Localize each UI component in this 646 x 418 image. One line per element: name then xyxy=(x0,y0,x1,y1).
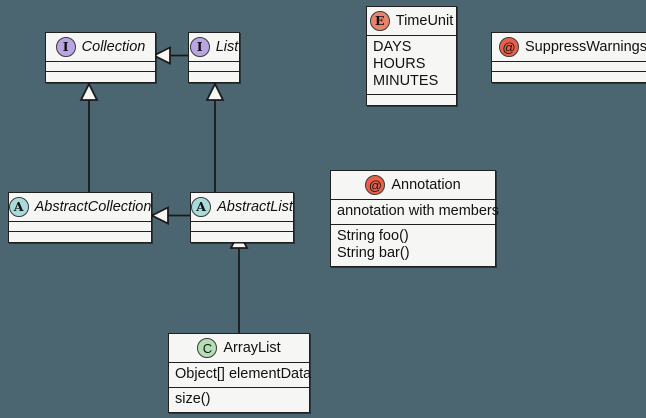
node-arraylist-attributes: Object[] elementData xyxy=(169,363,312,388)
edge-arraylist-to-abstractlist xyxy=(229,229,249,333)
edge-abstractcollection-to-collection xyxy=(79,81,99,192)
operation-line: String foo() xyxy=(337,228,409,244)
node-list[interactable]: I List xyxy=(188,32,240,83)
node-arraylist-title: C ArrayList xyxy=(169,334,309,363)
node-list-name: List xyxy=(215,38,239,55)
annotation-badge-icon: @ xyxy=(499,37,520,57)
node-collection[interactable]: I Collection xyxy=(45,32,156,83)
node-abstractcollection-name: AbstractCollection xyxy=(34,198,152,215)
node-list-operations xyxy=(189,72,239,82)
node-timeunit-values: DAYS HOURS MINUTES xyxy=(367,36,456,95)
node-annotation-operations: String foo() String bar() xyxy=(331,225,495,266)
enum-value: HOURS xyxy=(373,56,426,72)
node-abstractlist-name: AbstractList xyxy=(217,198,293,215)
attribute-line: Object[] elementData xyxy=(175,366,312,382)
enum-value: DAYS xyxy=(373,39,412,55)
node-abstractcollection[interactable]: A AbstractCollection xyxy=(8,192,152,243)
node-abstractlist-attributes xyxy=(191,222,293,232)
abstract-badge-icon: A xyxy=(191,197,212,217)
node-abstractcollection-title: A AbstractCollection xyxy=(8,193,152,222)
node-collection-operations xyxy=(46,72,155,82)
node-annotation-title: @ Annotation xyxy=(331,171,495,200)
node-collection-name: Collection xyxy=(81,38,146,55)
operation-line: String bar() xyxy=(337,245,410,261)
node-arraylist-operations: size() xyxy=(169,388,309,412)
interface-badge-icon: I xyxy=(189,37,210,57)
node-abstractcollection-operations xyxy=(9,232,151,242)
node-abstractlist-operations xyxy=(191,232,293,242)
node-suppresswarnings-title: @ SuppressWarnings xyxy=(492,33,646,62)
operation-line: size() xyxy=(175,391,211,407)
node-timeunit-name: TimeUnit xyxy=(395,12,454,29)
node-annotation-name: Annotation xyxy=(391,176,461,193)
node-collection-title: I Collection xyxy=(46,33,155,62)
node-abstractlist[interactable]: A AbstractList xyxy=(190,192,294,243)
node-arraylist[interactable]: C ArrayList Object[] elementData size() xyxy=(168,333,312,413)
node-annotation[interactable]: @ Annotation annotation with members Str… xyxy=(330,170,499,267)
node-timeunit-operations xyxy=(367,95,456,105)
node-abstractcollection-attributes xyxy=(9,222,151,232)
node-suppresswarnings-name: SuppressWarnings xyxy=(525,38,646,55)
node-annotation-attributes: annotation with members xyxy=(331,200,499,225)
annotation-badge-icon: @ xyxy=(365,175,386,195)
edge-list-to-collection xyxy=(151,46,188,65)
node-list-title: I List xyxy=(189,33,239,62)
node-arraylist-name: ArrayList xyxy=(223,339,281,356)
node-timeunit-title: E TimeUnit xyxy=(367,7,456,36)
edge-abstractlist-to-abstractcollection xyxy=(149,206,190,225)
node-suppresswarnings-attributes xyxy=(492,62,646,72)
node-suppresswarnings-operations xyxy=(492,72,646,82)
edge-abstractlist-to-list xyxy=(205,81,225,192)
abstract-badge-icon: A xyxy=(8,197,29,217)
node-list-attributes xyxy=(189,62,239,72)
enum-value: MINUTES xyxy=(373,73,439,89)
attribute-line: annotation with members xyxy=(337,203,499,219)
interface-badge-icon: I xyxy=(55,37,76,57)
node-suppresswarnings[interactable]: @ SuppressWarnings xyxy=(491,32,646,83)
class-badge-icon: C xyxy=(197,338,218,358)
node-timeunit[interactable]: E TimeUnit DAYS HOURS MINUTES xyxy=(366,6,457,106)
node-abstractlist-title: A AbstractList xyxy=(191,193,293,222)
enum-badge-icon: E xyxy=(369,11,390,31)
node-collection-attributes xyxy=(46,62,155,72)
